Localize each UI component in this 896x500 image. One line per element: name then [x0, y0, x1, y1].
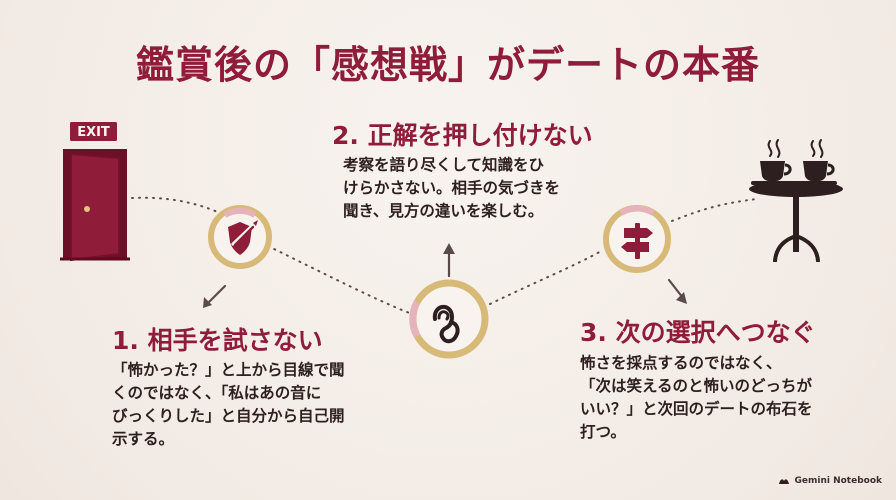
step-3-description: 怖さを採点するのではなく、 「次は笑えるのと怖いのどっちが いい？」と次回のデー…: [580, 352, 813, 444]
step-3-line-3: いい？」と次回のデートの布石を: [580, 400, 813, 418]
arrow-step3-down: [667, 278, 685, 300]
notebook-logo-icon: [778, 479, 789, 484]
connector-step2-to-step3: [489, 249, 604, 305]
arrowhead-step2: [443, 243, 455, 254]
footer-logo-text: Gemini Notebook: [794, 476, 883, 486]
step-3-line-1: 怖さを採点するのではなく、: [580, 354, 782, 372]
page-title: 鑑賞後の「感想戦」がデートの本番: [135, 43, 760, 87]
step-1-title: 1. 相手を試さない: [112, 326, 323, 355]
step-3-title: 3. 次の選択へつなぐ: [580, 318, 816, 347]
exit-sign-text: EXIT: [77, 125, 110, 140]
connector-step3-to-cafe: [671, 198, 758, 222]
shield-arrow-icon: [228, 220, 258, 255]
step-3-line-4: 打つ。: [580, 423, 626, 441]
step-1-line-3: びっくりした」と自分から自己開: [112, 407, 345, 425]
arrowhead-step1: [203, 297, 212, 308]
step-2-title: 2. 正解を押し付けない: [332, 121, 593, 150]
step-1-description: 「怖かった？」と上から目線で聞 くのではなく、「私はあの音に びっくりした」と自…: [112, 359, 345, 451]
ear-icon: [432, 304, 460, 344]
exit-door-icon: EXIT: [58, 122, 132, 262]
step-3-node: [601, 203, 673, 275]
gemini-notebook-logo: Gemini Notebook: [778, 476, 883, 486]
step-2-line-1: 考察を語り尽くして知識をひ: [343, 156, 545, 174]
arrow-step1-down: [205, 284, 227, 306]
arrowhead-step3: [676, 292, 687, 304]
step-1-node: [207, 204, 273, 270]
signpost-icon: [621, 223, 653, 259]
step-2-line-3: 聞き、見方の違いを楽しむ。: [343, 202, 544, 220]
step-2-description: 考察を語り尽くして知識をひ けらかさない。相手の気づきを 聞き、見方の違いを楽し…: [343, 154, 560, 223]
step-1-line-1: 「怖かった？」と上から目線で聞: [112, 361, 345, 379]
cafe-table-icon: [748, 138, 844, 263]
step-2-line-2: けらかさない。相手の気づきを: [343, 179, 561, 197]
step-1-line-4: 示する。: [112, 430, 175, 448]
step-2-node: [408, 278, 490, 360]
connector-step1-to-step2: [267, 245, 413, 315]
step-3-line-2: 「次は笑えるのと怖いのどっちが: [580, 377, 813, 395]
step-1-line-2: くのではなく、「私はあの音に: [112, 384, 322, 402]
